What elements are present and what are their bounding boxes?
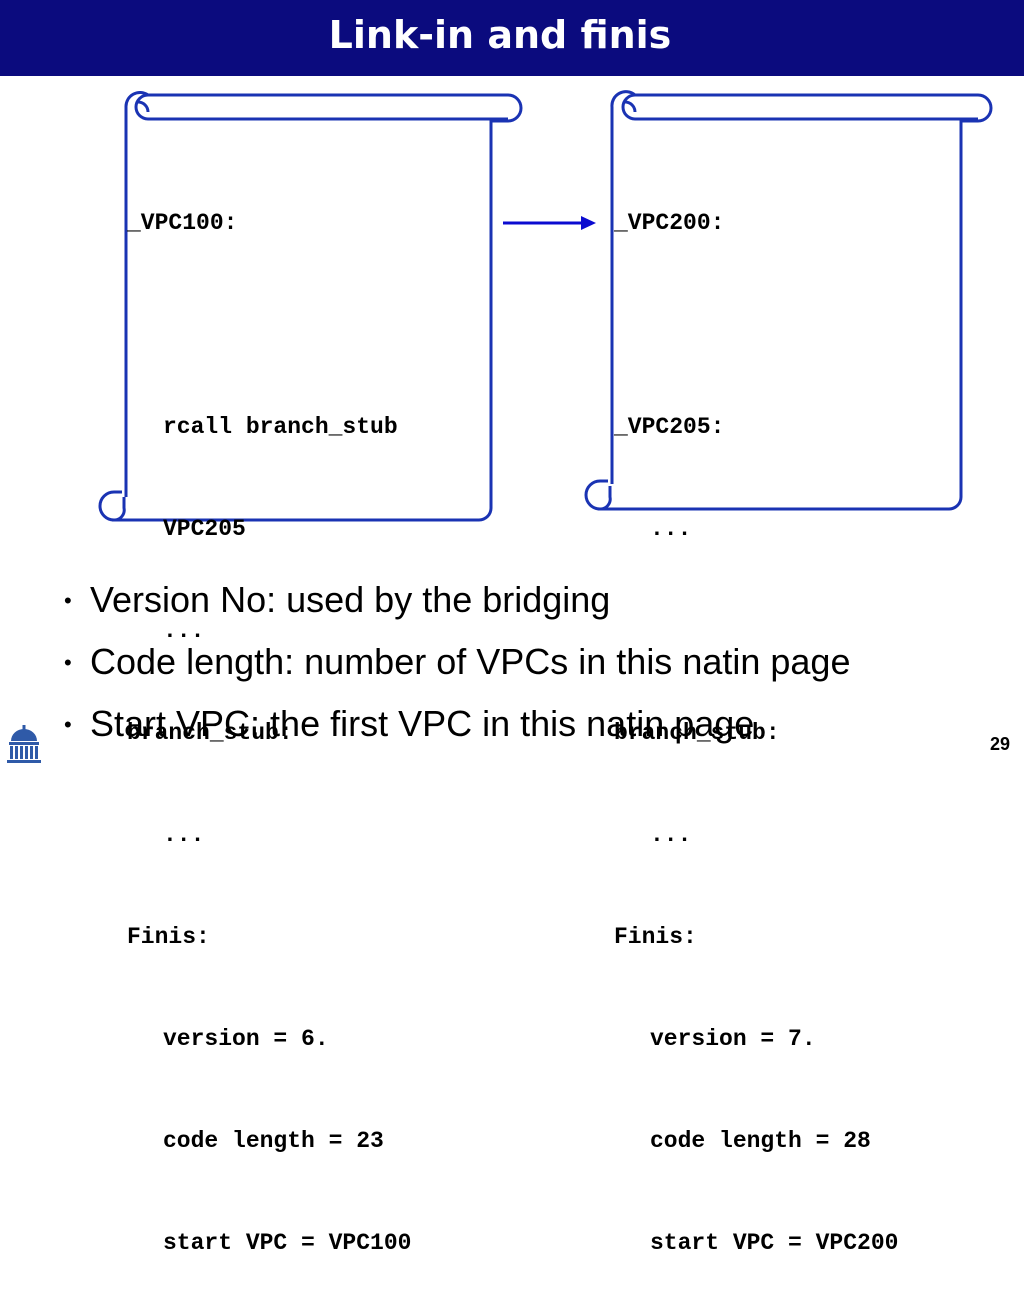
- link-arrow: [503, 216, 596, 230]
- code-line: code length = 28: [650, 1128, 871, 1154]
- bullet-text: Version No: used by the bridging: [90, 579, 611, 620]
- code-line: _VPC205:: [614, 414, 725, 440]
- code-line: ...: [163, 618, 205, 644]
- code-line: _VPC100:: [127, 210, 238, 236]
- slide-title: Link-in and finis: [328, 13, 672, 57]
- title-bar: Link-in and finis: [0, 0, 1024, 76]
- code-line: ...: [163, 822, 205, 848]
- bullet-text: Code length: number of VPCs in this nati…: [90, 641, 851, 682]
- bullet-item: • Start VPC: the first VPC in this natin …: [62, 699, 982, 761]
- code-line: version = 6.: [163, 1026, 329, 1052]
- code-line: ...: [650, 516, 692, 542]
- code-line: start VPC = VPC100: [163, 1230, 412, 1256]
- code-line: rcall branch_stub: [163, 414, 398, 440]
- code-line: ...: [650, 822, 692, 848]
- code-line: start VPC = VPC200: [650, 1230, 899, 1256]
- code-line: version = 7.: [650, 1026, 816, 1052]
- code-line: _VPC200:: [614, 210, 725, 236]
- code-line: Finis:: [127, 924, 210, 950]
- code-line: code length = 23: [163, 1128, 384, 1154]
- bullet-item: • Code length: number of VPCs in this nat…: [62, 637, 982, 699]
- right-scroll-outline: [584, 90, 993, 511]
- bullet-dot-icon: •: [64, 588, 72, 613]
- bullet-item: • Version No: used by the bridging: [62, 575, 982, 637]
- bullet-list: • Version No: used by the bridging • Code …: [62, 575, 982, 761]
- code-line: branch_stub:: [127, 720, 293, 746]
- code-line: branch_stub:: [614, 720, 780, 746]
- code-line: VPC205: [163, 516, 246, 542]
- bullet-dot-icon: •: [64, 650, 72, 675]
- page-number: 29: [989, 734, 1010, 754]
- bullet-text: Start VPC: the first VPC in this natin p…: [90, 703, 755, 744]
- code-line: Finis:: [614, 924, 697, 950]
- university-dome-logo-icon: [7, 725, 41, 763]
- bullet-dot-icon: •: [64, 712, 72, 737]
- left-scroll-outline: [98, 91, 523, 522]
